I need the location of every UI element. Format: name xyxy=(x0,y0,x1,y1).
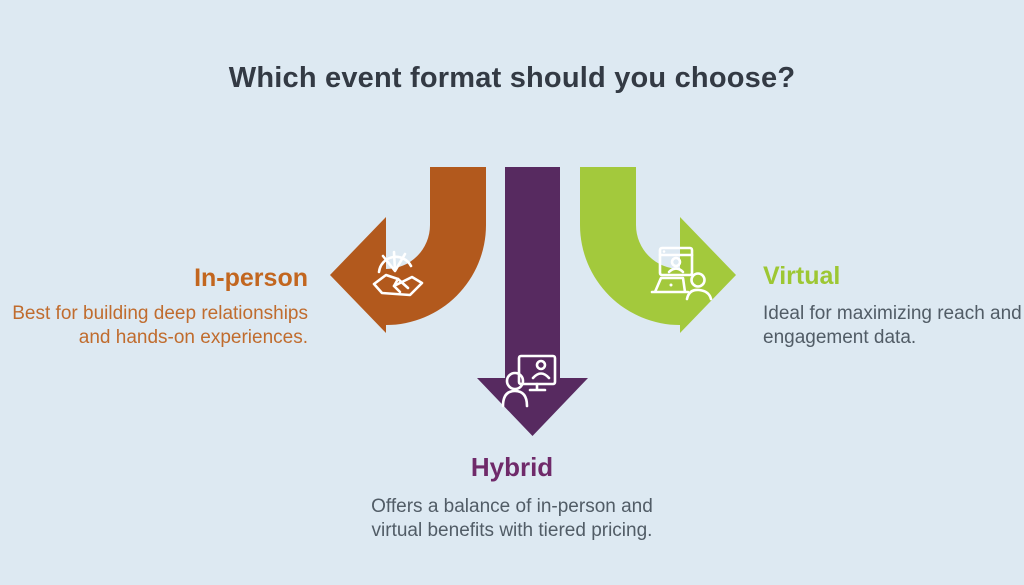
handshake-icon xyxy=(372,250,424,297)
hybrid-description-line1: Offers a balance of in-person and xyxy=(371,496,653,517)
virtual-description-line1: Ideal for maximizing reach and xyxy=(763,303,1022,324)
virtual-description-line2: engagement data. xyxy=(763,326,917,348)
screen-laptop-person-icon xyxy=(650,246,713,301)
in-person-heading: In-person xyxy=(194,264,308,292)
hybrid-description-line2: virtual benefits with tiered pricing. xyxy=(371,519,653,541)
virtual-arrow xyxy=(580,167,736,333)
hybrid-section: Hybrid Offers a balance of in-person and… xyxy=(0,452,1024,542)
virtual-heading: Virtual xyxy=(763,262,841,290)
virtual-description: Ideal for maximizing reach and engagemen… xyxy=(763,302,1022,349)
virtual-section: Virtual Ideal for maximizing reach and e… xyxy=(763,262,1022,349)
in-person-description-line2: and hands-on experiences. xyxy=(78,326,308,348)
in-person-description: Best for building deep relationships and… xyxy=(12,302,308,349)
hybrid-heading: Hybrid xyxy=(470,452,554,482)
person-monitor-icon xyxy=(501,354,557,408)
in-person-arrow xyxy=(330,167,486,333)
in-person-description-line1: Best for building deep relationships xyxy=(12,303,308,324)
page-title: Which event format should you choose? xyxy=(228,62,796,94)
hybrid-description: Offers a balance of in-person and virtua… xyxy=(0,495,1024,542)
in-person-section: In-person Best for building deep relatio… xyxy=(12,264,308,349)
hybrid-arrow xyxy=(477,167,588,436)
